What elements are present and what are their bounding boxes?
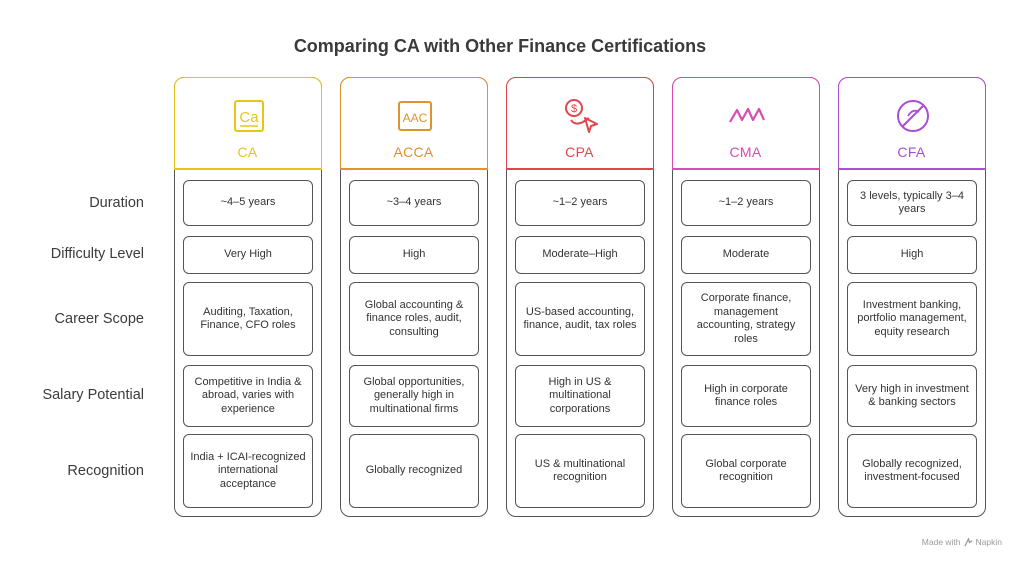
cell-cma-recognition: Global corporate recognition bbox=[681, 434, 811, 508]
row-label-recognition: Recognition bbox=[67, 463, 144, 479]
cell-cma-duration: ~1–2 years bbox=[681, 180, 811, 226]
diagram-title: Comparing CA with Other Finance Certific… bbox=[293, 36, 707, 56]
cell-cpa-career-scope: US-based accounting, finance, audit, tax… bbox=[515, 282, 645, 356]
column-title-cpa: CPA bbox=[565, 143, 594, 160]
napkin-brand: Napkin bbox=[975, 537, 1002, 547]
row-label-career-scope: Career Scope bbox=[54, 311, 144, 327]
zigzag-icon bbox=[727, 96, 767, 136]
cell-acca-recognition: Globally recognized bbox=[349, 434, 479, 508]
column-header-cpa: $ CPA bbox=[505, 76, 654, 170]
column-title-cma: CMA bbox=[729, 143, 762, 160]
dollar-cursor-icon: $ bbox=[561, 96, 601, 136]
aac-badge-icon: AAC bbox=[395, 96, 435, 136]
column-header-divider bbox=[340, 168, 487, 170]
row-label-salary: Salary Potential bbox=[42, 387, 144, 403]
column-header-ca: Ca CA bbox=[173, 76, 322, 170]
made-with-label: Made with bbox=[921, 537, 961, 547]
column-title-acca: ACCA bbox=[393, 143, 434, 160]
cell-cma-difficulty: Moderate bbox=[681, 236, 811, 274]
cell-cfa-salary: Very high in investment & banking sector… bbox=[847, 365, 977, 427]
no-entry-icon bbox=[893, 96, 933, 136]
cell-cpa-duration: ~1–2 years bbox=[515, 180, 645, 226]
column-header-cfa: CFA bbox=[837, 76, 986, 170]
cell-cma-salary: High in corporate finance roles bbox=[681, 365, 811, 427]
row-label-difficulty: Difficulty Level bbox=[50, 246, 144, 262]
cell-ca-duration: ~4–5 years bbox=[183, 180, 313, 226]
column-title-cfa: CFA bbox=[897, 143, 926, 160]
cell-acca-duration: ~3–4 years bbox=[349, 180, 479, 226]
column-title-ca: CA bbox=[237, 143, 258, 160]
cell-cma-career-scope: Corporate finance, management accounting… bbox=[681, 282, 811, 356]
column-header-cma: CMA bbox=[671, 76, 820, 170]
cell-acca-salary: Global opportunities, generally high in … bbox=[349, 365, 479, 427]
svg-text:$: $ bbox=[570, 103, 576, 115]
cell-acca-career-scope: Global accounting & finance roles, audit… bbox=[349, 282, 479, 356]
cell-cfa-difficulty: High bbox=[847, 236, 977, 274]
cell-ca-difficulty: Very High bbox=[183, 236, 313, 274]
cell-cfa-duration: 3 levels, typically 3–4 years bbox=[847, 180, 977, 226]
row-labels: Duration Difficulty Level Career Scope S… bbox=[0, 0, 160, 563]
svg-text:Ca: Ca bbox=[239, 109, 259, 126]
napkin-logo-icon bbox=[963, 537, 972, 546]
footer: Made with Napkin bbox=[922, 537, 1002, 547]
cell-ca-salary: Competitive in India & abroad, varies wi… bbox=[183, 365, 313, 427]
cell-acca-difficulty: High bbox=[349, 236, 479, 274]
column-header-divider bbox=[174, 168, 321, 170]
column-header-divider bbox=[838, 168, 985, 170]
cell-cfa-career-scope: Investment banking, portfolio management… bbox=[847, 282, 977, 356]
cell-ca-recognition: India + ICAI-recognized international ac… bbox=[183, 434, 313, 508]
cell-cpa-recognition: US & multinational recognition bbox=[515, 434, 645, 508]
column-header-acca: AAC ACCA bbox=[339, 76, 488, 170]
cell-cfa-recognition: Globally recognized, investment-focused bbox=[847, 434, 977, 508]
row-label-duration: Duration bbox=[89, 195, 144, 211]
ca-badge-icon: Ca bbox=[229, 96, 269, 136]
cell-cpa-difficulty: Moderate–High bbox=[515, 236, 645, 274]
cell-ca-career-scope: Auditing, Taxation, Finance, CFO roles bbox=[183, 282, 313, 356]
column-header-divider bbox=[672, 168, 819, 170]
cell-cpa-salary: High in US & multinational corporations bbox=[515, 365, 645, 427]
column-header-divider bbox=[506, 168, 653, 170]
svg-text:AAC: AAC bbox=[402, 111, 427, 125]
